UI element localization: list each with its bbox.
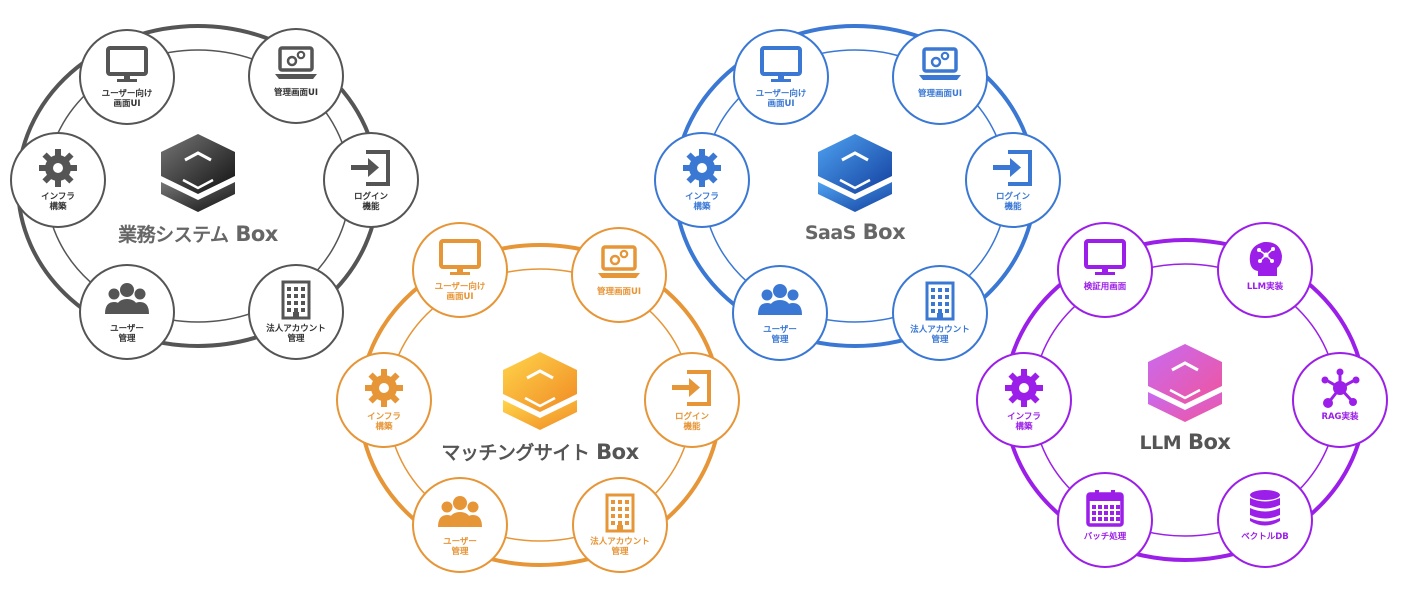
box-logo-icon [161,134,235,212]
monitor-icon [439,239,481,275]
building-icon [925,281,955,321]
feature-node: ログイン 機能 [323,132,419,228]
feature-label: 管理画面UI [596,287,642,297]
feature-node: ユーザー向け 画面UI [79,29,175,125]
feature-label: ログイン 機能 [674,412,709,432]
hub-title: マッチングサイト Box [441,438,639,465]
users-icon [758,284,802,315]
login-icon [351,150,390,186]
hub-center: マッチングサイト Box [430,348,650,465]
feature-node: ユーザー向け 画面UI [412,222,508,318]
feature-label: ユーザー向け 画面UI [755,89,807,109]
feature-label: 法人アカウント 管理 [266,324,326,344]
feature-label: ユーザー 管理 [110,324,144,344]
feature-label: LLM実装 [1246,282,1284,292]
laptop-gear-icon [919,47,961,80]
feature-node: インフラ 構築 [976,352,1072,448]
feature-node: 法人アカウント 管理 [248,264,344,360]
feature-label: ログイン 機能 [353,192,388,212]
feature-label: インフラ 構築 [1007,412,1041,432]
database-icon [1250,490,1280,526]
feature-node: ユーザー 管理 [412,477,508,573]
feature-node: バッチ処理 [1057,472,1153,568]
feature-label: ユーザー 管理 [443,537,477,557]
feature-label: 法人アカウント 管理 [590,537,650,557]
laptop-gear-icon [275,46,317,79]
feature-label: ユーザー向け 画面UI [101,89,153,109]
hub-title-main: マッチングサイト [441,442,590,464]
feature-label: 法人アカウント 管理 [910,325,970,345]
box-logo-icon [818,134,892,212]
hub-title: LLM Box [1140,430,1231,454]
gear-icon [39,149,77,187]
hub-title-box: Box [228,222,278,246]
feature-node: 検証用画面 [1057,222,1153,318]
hub-center: 業務システム Box [88,130,308,247]
feature-label: ログイン 機能 [995,192,1030,212]
hub-title-box: Box [1181,430,1231,454]
feature-node: ログイン 機能 [965,132,1061,228]
feature-node: ユーザー 管理 [79,264,175,360]
feature-node: LLM実装 [1217,222,1313,318]
feature-node: 管理画面UI [248,28,344,124]
feature-label: 検証用画面 [1083,282,1127,292]
feature-node: 法人アカウント 管理 [572,477,668,573]
feature-node: ユーザー向け 画面UI [733,29,829,125]
feature-node: ログイン 機能 [644,352,740,448]
feature-label: インフラ 構築 [685,192,719,212]
feature-node: ユーザー 管理 [732,265,828,361]
feature-node: インフラ 構築 [654,132,750,228]
monitor-icon [1084,239,1126,275]
feature-label: ユーザー向け 画面UI [434,282,486,302]
feature-label: ユーザー 管理 [763,325,797,345]
feature-node: インフラ 構築 [10,132,106,228]
gear-icon [365,369,403,407]
laptop-gear-icon [598,245,640,278]
gear-icon [1005,369,1043,407]
brain-network-icon [1249,241,1282,276]
hub-title-main: 業務システム [118,224,229,246]
feature-node: 管理画面UI [571,227,667,323]
monitor-icon [106,46,148,82]
feature-node: 法人アカウント 管理 [892,265,988,361]
gear-icon [683,149,721,187]
users-icon [105,283,149,314]
hub-title-box: Box [855,220,906,244]
hub-center: SaaS Box [745,130,965,244]
feature-label: インフラ 構築 [41,192,75,212]
hub-title-main: SaaS [804,222,857,244]
hub-title: SaaS Box [804,220,906,244]
feature-label: 管理画面UI [917,89,963,99]
network-nodes-icon [1321,368,1360,408]
building-icon [281,280,311,320]
monitor-icon [760,46,802,82]
hub-center: LLM Box [1075,340,1295,454]
feature-label: インフラ 構築 [367,412,401,432]
login-icon [672,370,711,406]
login-icon [993,150,1032,186]
users-icon [438,496,482,527]
feature-label: 管理画面UI [273,88,319,98]
box-logo-icon [1148,344,1222,422]
feature-label: RAG実装 [1321,412,1359,422]
box-logo-icon [503,352,577,430]
feature-node: インフラ 構築 [336,352,432,448]
feature-label: ベクトルDB [1241,532,1289,542]
hub-title-box: Box [589,440,639,464]
feature-node: 管理画面UI [892,29,988,125]
feature-label: バッチ処理 [1083,532,1127,542]
hub-title: 業務システム Box [118,220,278,247]
building-icon [605,493,635,533]
feature-node: RAG実装 [1292,352,1388,448]
feature-node: ベクトルDB [1217,472,1313,568]
hub-title-main: LLM [1139,432,1182,454]
calendar-icon [1086,490,1124,527]
